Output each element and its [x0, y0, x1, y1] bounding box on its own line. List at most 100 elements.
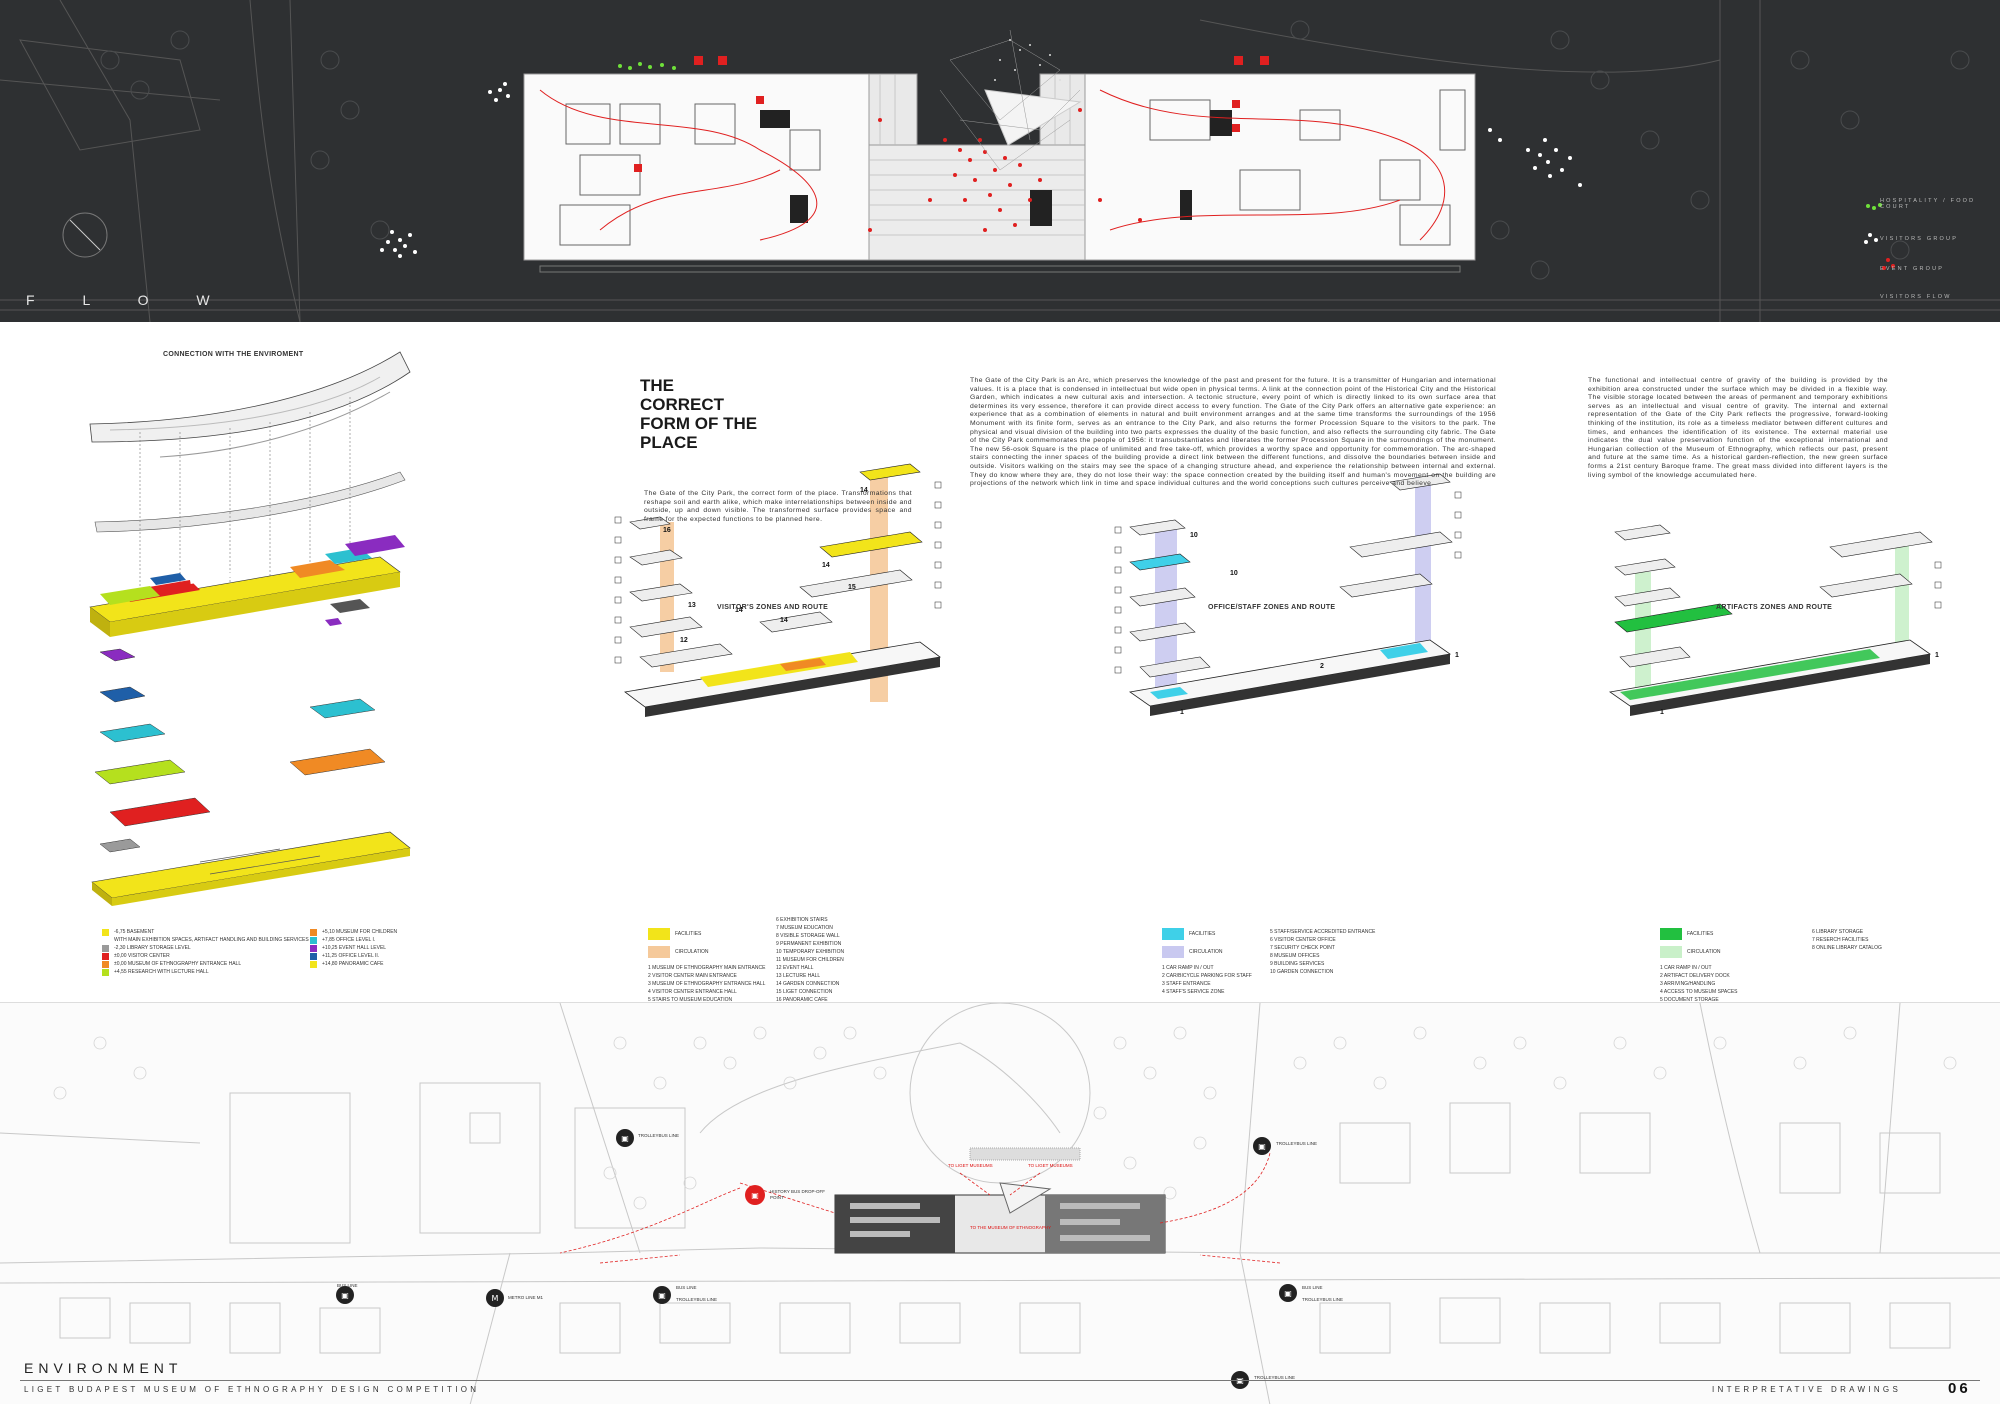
flow-title: F L O W	[26, 292, 232, 308]
visitor-item-2: 2 VISITOR CENTER MAIN ENTRANCE	[648, 973, 737, 979]
flow-legend-visitors-flow: VISITORS FLOW	[1880, 294, 1952, 300]
intro-paragraph: The Gate of the City Park, the correct f…	[644, 490, 912, 523]
artifact-item-8: 8 ONLINE LIBRARY CATALOG	[1812, 945, 1882, 951]
svg-text:16: 16	[663, 527, 671, 534]
visitor-item-4: 4 VISITOR CENTER ENTRANCE HALL	[648, 989, 737, 995]
legend-basement-sub: WITH MAIN EXHIBITION SPACES, ARTIFACT HA…	[114, 937, 309, 943]
legend-research: +4,55 RESEARCH WITH LECTURE HALL	[114, 969, 209, 975]
office-item-7: 7 SECURITY CHECK POINT	[1270, 945, 1335, 951]
visitor-item-8: 8 VISIBLE STORAGE WALL	[776, 933, 840, 939]
visitor-item-3: 3 MUSEUM OF ETHNOGRAPHY ENTRANCE HALL	[648, 981, 766, 987]
visitor-circulation-label: CIRCULATION	[675, 949, 709, 955]
swatch-office-1	[310, 936, 317, 944]
visitor-legend-keys: FACILITIES CIRCULATION 1 MUSEUM OF ETHNO…	[648, 928, 765, 1004]
legend-basement: -6,75 BASEMENT	[114, 929, 155, 935]
office-circulation-label: CIRCULATION	[1189, 949, 1223, 955]
environment-map: ▣▣▣ ▣M▣ ▣▣ TROLLEYBUS LINE TROLLEYBUS LI…	[0, 1002, 2000, 1404]
east-wing-plan	[1084, 73, 1476, 261]
label-to-museum: TO THE MUSEUM OF ETHNOGRAPHY	[970, 1225, 1052, 1230]
label-trolley-right: TROLLEYBUS LINE	[1302, 1297, 1344, 1302]
label-metro: METRO LINE M1	[508, 1295, 544, 1300]
swatch-panoramic-cafe	[310, 960, 317, 968]
page-number: 06	[1948, 1380, 1971, 1397]
office-item-2: 2 CAR/BICYCLE PARKING FOR STAFF	[1162, 973, 1252, 979]
visitor-item-16: 16 PANORAMIC CAFE	[776, 997, 828, 1003]
west-wing-plan	[523, 73, 870, 261]
level-legend-left: -6,75 BASEMENT WITH MAIN EXHIBITION SPAC…	[102, 928, 309, 976]
swatch-basement	[102, 928, 109, 936]
footer-divider	[20, 1380, 1980, 1381]
svg-text:1: 1	[1935, 652, 1939, 659]
office-item-9: 9 BUILDING SERVICES	[1270, 961, 1325, 967]
visitor-item-10: 10 TEMPORARY EXHIBITION	[776, 949, 845, 955]
svg-text:▣: ▣	[658, 1291, 666, 1300]
visitor-item-6: 6 EXHIBITION STAIRS	[776, 917, 828, 923]
office-item-4: 4 STAFF'S SERVICE ZONE	[1162, 989, 1225, 995]
flow-legend-hospitality: HOSPITALITY / FOOD COURT	[1880, 198, 1976, 210]
svg-text:10: 10	[1230, 570, 1238, 577]
right-paragraph: The functional and intellectual centre o…	[1588, 377, 1888, 479]
svg-text:13: 13	[688, 602, 696, 609]
artifact-zones-axo: 11	[1608, 524, 1942, 716]
svg-text:15: 15	[848, 584, 856, 591]
office-list-b: 5 STAFF/SERVICE ACCREDITED ENTRANCE 6 VI…	[1270, 928, 1375, 976]
label-trolley-bottom: TROLLEYBUS LINE	[1254, 1375, 1296, 1380]
svg-text:M: M	[492, 1294, 499, 1303]
flow-legend-visitors-group: VISITORS GROUP	[1880, 236, 1959, 242]
swatch-office-circulation	[1162, 946, 1184, 958]
connection-exploded-axo	[89, 351, 411, 906]
connection-title: CONNECTION WITH THE ENVIROMENT	[163, 351, 304, 358]
swatch-artifact-circulation	[1660, 946, 1682, 958]
office-legend-keys: FACILITIES CIRCULATION 1 CAR RAMP IN / O…	[1162, 928, 1252, 996]
artifact-list-b: 6 LIBRARY STORAGE 7 RESERCH FACILITIES 8…	[1812, 928, 1882, 952]
visitor-item-7: 7 MUSEUM EDUCATION	[776, 925, 833, 931]
legend-library-storage: -2,30 LIBRARY STORAGE LEVEL	[114, 945, 191, 951]
label-to-liget-right: TO LIGET MUSEUMS	[1028, 1163, 1073, 1168]
visitor-zones-title: VISITOR'S ZONES AND ROUTE	[717, 604, 829, 611]
svg-text:2: 2	[1320, 663, 1324, 670]
svg-text:12: 12	[680, 637, 688, 644]
visitor-item-1: 1 MUSEUM OF ETHNOGRAPHY MAIN ENTRANCE	[648, 965, 766, 971]
title-line-3: FORM OF THE	[640, 414, 758, 433]
visitor-item-15: 15 LIGET CONNECTION	[776, 989, 833, 995]
environment-title: ENVIRONMENT	[24, 1360, 183, 1376]
svg-text:14: 14	[735, 607, 743, 614]
visitor-list-b: 6 EXHIBITION STAIRS 7 MUSEUM EDUCATION 8…	[776, 916, 844, 1004]
label-bus-mid: BUS LINE	[676, 1285, 697, 1290]
svg-text:10: 10	[1190, 532, 1198, 539]
footer-sheet-title: INTERPRETATIVE DRAWINGS	[1712, 1385, 1902, 1394]
office-zones-title: OFFICE/STAFF ZONES AND ROUTE	[1208, 604, 1336, 611]
visitor-list-a: 1 MUSEUM OF ETHNOGRAPHY MAIN ENTRANCE 2 …	[648, 964, 765, 1004]
legend-museum-children: +5,10 MUSEUM FOR CHILDREN	[322, 929, 398, 935]
visitor-item-12: 12 EVENT HALL	[776, 965, 814, 971]
label-to-liget-left: TO LIGET MUSEUMS	[948, 1163, 993, 1168]
visitor-item-9: 9 PERMANENT EXHIBITION	[776, 941, 842, 947]
office-item-10: 10 GARDEN CONNECTION	[1270, 969, 1334, 975]
legend-office-1: +7,85 OFFICE LEVEL I.	[322, 937, 376, 943]
swatch-office-2	[310, 952, 317, 960]
label-trolley-top-right: TROLLEYBUS LINE	[1276, 1141, 1318, 1146]
office-item-8: 8 MUSEUM OFFICES	[1270, 953, 1320, 959]
office-item-3: 3 STAFF ENTRANCE	[1162, 981, 1211, 987]
label-trolley-top-left: TROLLEYBUS LINE	[638, 1133, 680, 1138]
artifact-item-5: 5 DOCUMENT STORAGE	[1660, 997, 1719, 1003]
footer-competition-name: LIGET BUDAPEST MUSEUM OF ETHNOGRAPHY DES…	[24, 1385, 480, 1394]
label-bus-left: BUS LINE	[337, 1283, 358, 1288]
center-paragraph: The Gate of the City Park is an Arc, whi…	[970, 377, 1496, 488]
artifact-item-7: 7 RESERCH FACILITIES	[1812, 937, 1869, 943]
label-bus-right: BUS LINE	[1302, 1285, 1323, 1290]
artifact-zones-title: ARTIFACTS ZONES AND ROUTE	[1716, 604, 1833, 611]
artifact-item-2: 2 ARTIFACT DELIVERY DOCK	[1660, 973, 1730, 979]
roundabout-circle	[62, 212, 108, 258]
site-plan-drawing: ▣▣▣ ▣M▣ ▣▣	[0, 1003, 2000, 1404]
title-line-1: THE	[640, 376, 674, 395]
visitor-facilities-label: FACILITIES	[675, 931, 702, 937]
office-list-a: 1 CAR RAMP IN / OUT 2 CAR/BICYCLE PARKIN…	[1162, 964, 1252, 996]
svg-text:1: 1	[1660, 709, 1664, 716]
legend-visitor-center: ±0,00 VISITOR CENTER	[114, 953, 170, 959]
artifact-item-3: 3 ARRIVING/HANDLING	[1660, 981, 1716, 987]
flow-plan-band: F L O W HOSPITALITY / FOOD COURT VISITOR…	[0, 0, 2000, 322]
